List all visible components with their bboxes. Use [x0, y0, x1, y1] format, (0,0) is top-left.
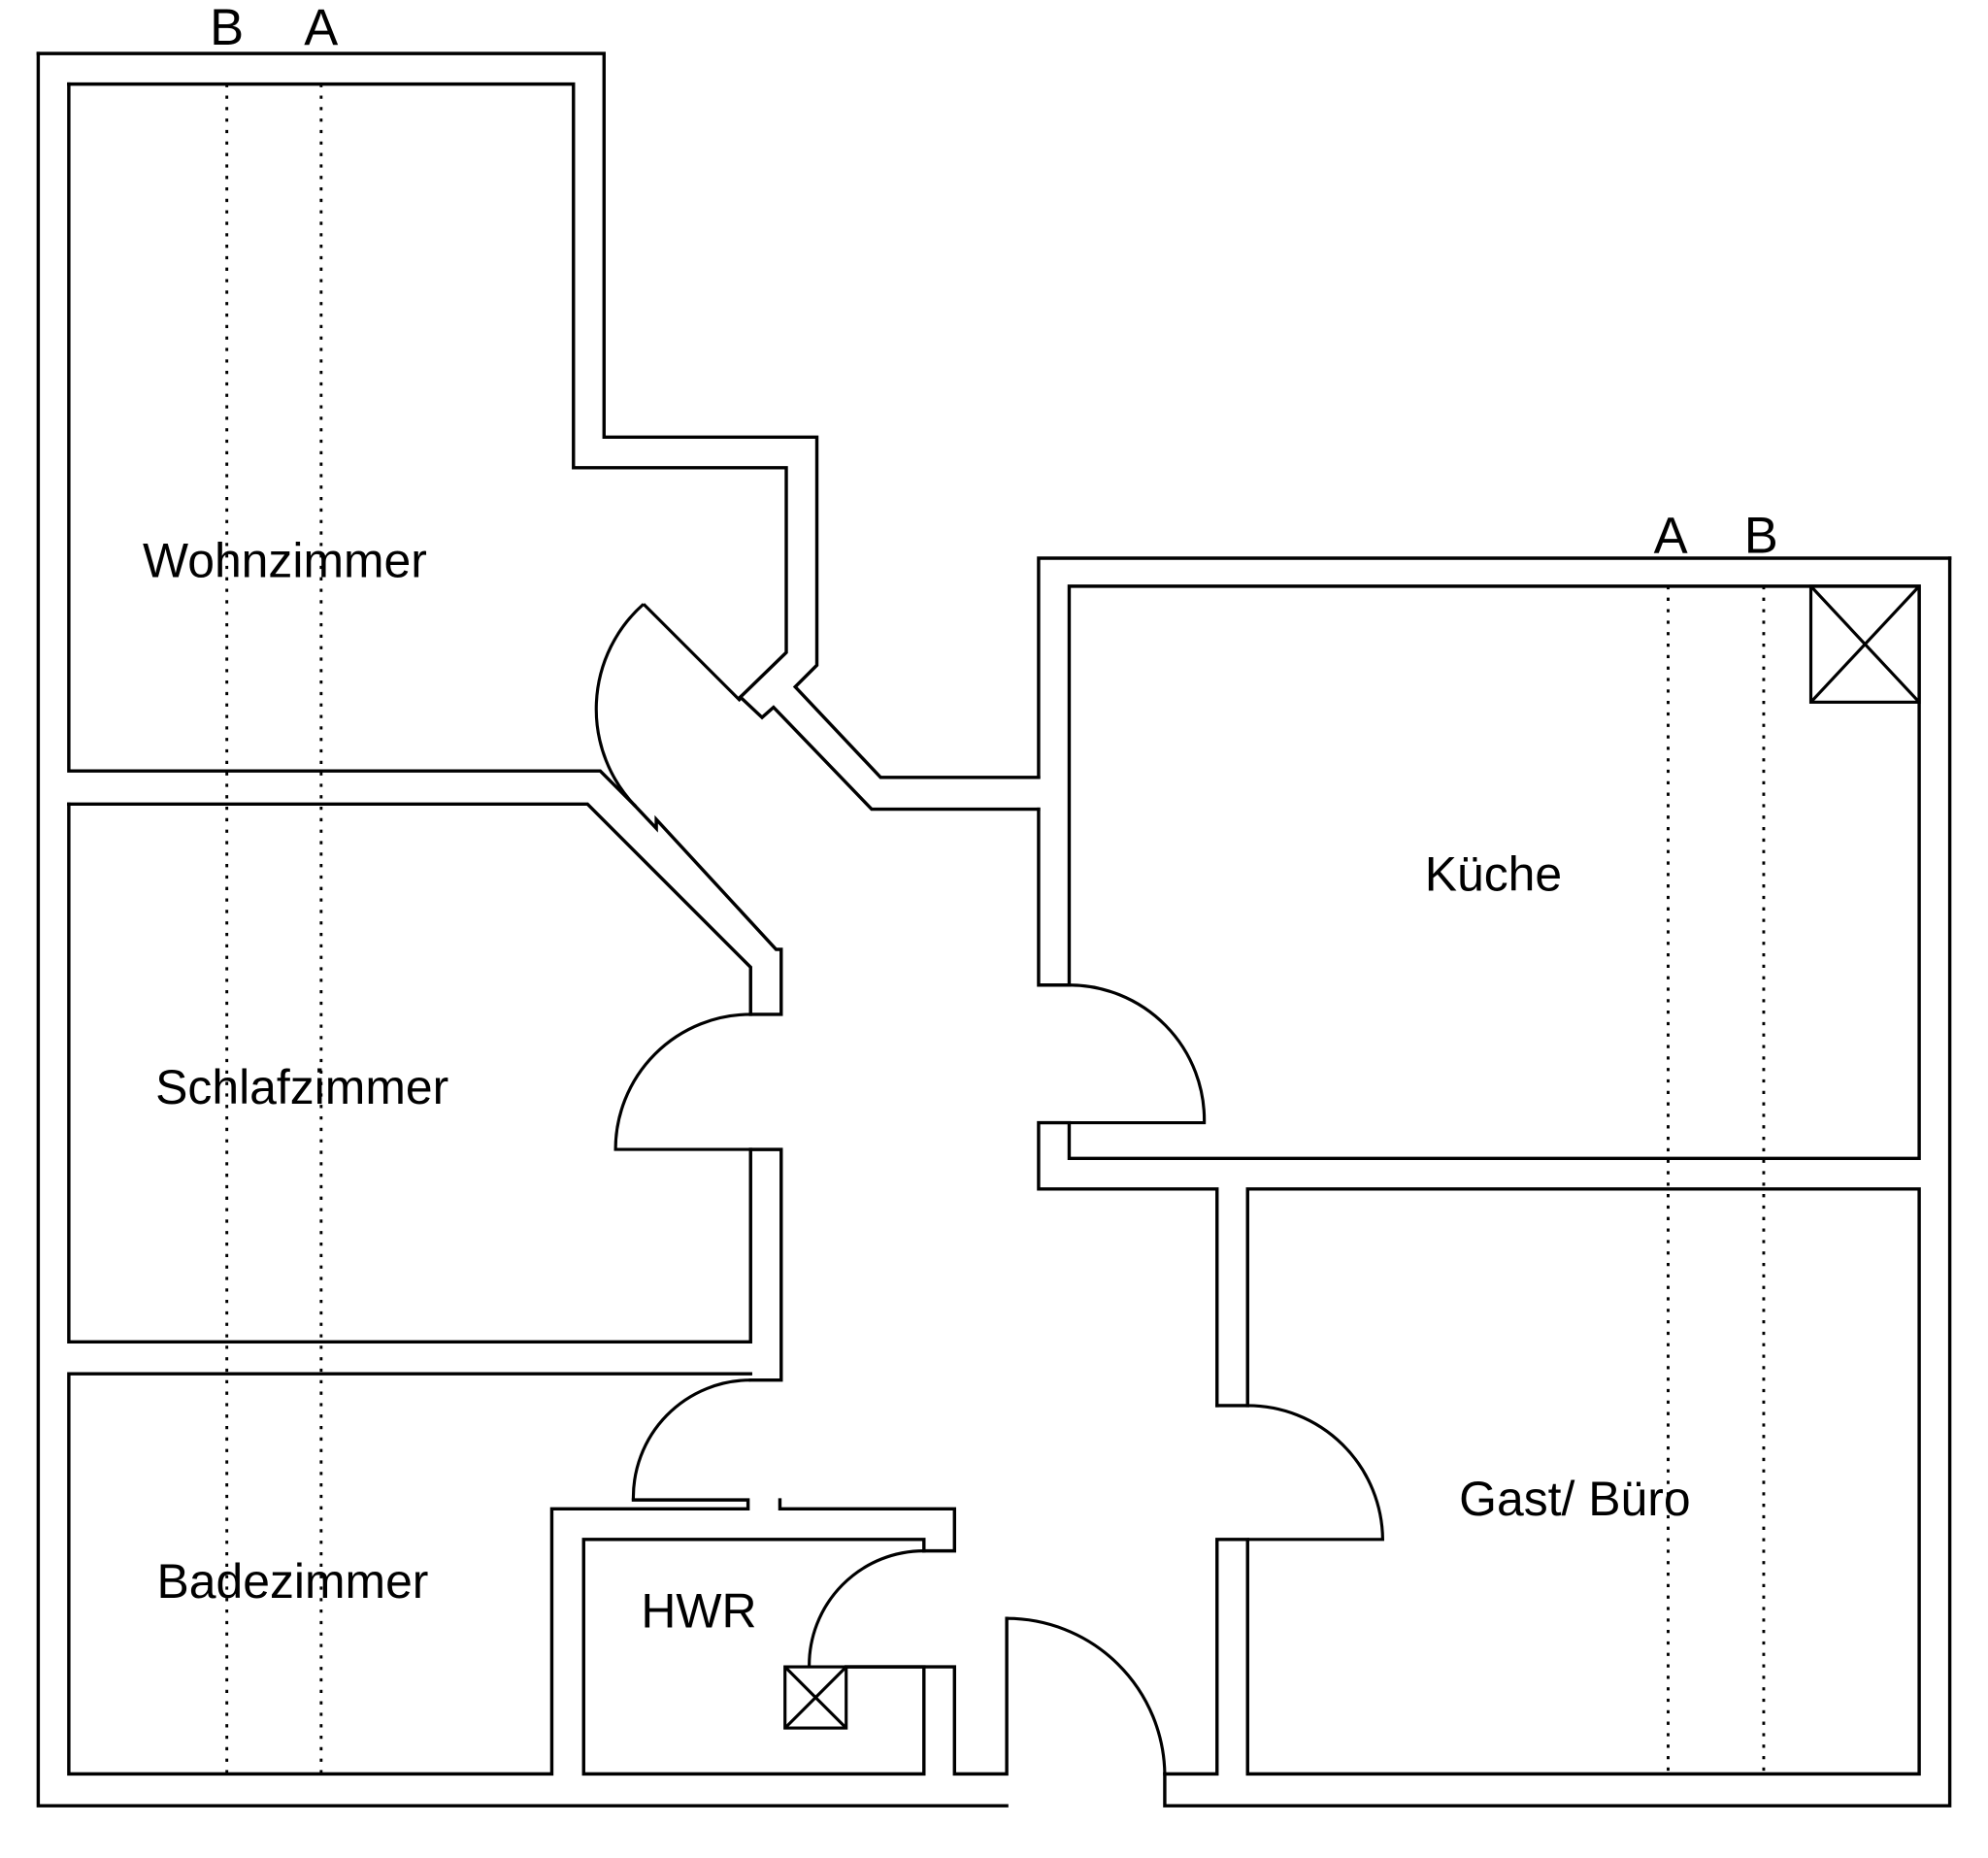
- room-label-hwr: HWR: [641, 1583, 756, 1638]
- room-label-gast-buero: Gast/ Büro: [1459, 1472, 1690, 1526]
- right-wing-walls: [1037, 556, 1952, 1776]
- schlafzimmer-inner-wall: [67, 802, 752, 1016]
- hwr-inner-wall: [581, 1538, 926, 1776]
- axis-label-left-b: B: [210, 0, 244, 56]
- schlafzimmer-east-wall: [748, 1147, 783, 1382]
- gast-inner-wall: [1163, 1187, 1921, 1776]
- left-outer-wall: [36, 51, 1041, 780]
- corridor-diag-wall: [632, 803, 783, 1016]
- room-label-kueche: Küche: [1425, 847, 1562, 902]
- kueche-inner-wall: [1037, 584, 1921, 1408]
- wohnzimmer-south-wall: [67, 82, 638, 809]
- kueche-shaft-symbol: [1808, 584, 1921, 704]
- schlafzimmer-west-wall: [67, 802, 752, 1344]
- room-label-wohnzimmer: Wohnzimmer: [143, 534, 427, 588]
- south-wall-right: [1163, 556, 1952, 1808]
- door-kueche[interactable]: [1069, 983, 1207, 1125]
- left-wing-walls: [36, 51, 1952, 1808]
- room-labels: Wohnzimmer Schlafzimmer Badezimmer HWR K…: [143, 534, 1691, 1639]
- door-gast-buero[interactable]: [1247, 1404, 1385, 1542]
- hwr-outer-wall: [778, 1498, 957, 1553]
- left-outer-wall-west: [36, 51, 1009, 1808]
- door-hwr[interactable]: [808, 1549, 924, 1668]
- door-badezimmer[interactable]: [631, 1378, 751, 1501]
- kueche-outer-wall: [1037, 556, 1952, 780]
- section-axes: B A A B: [210, 0, 1778, 1775]
- room-label-schlafzimmer: Schlafzimmer: [155, 1060, 448, 1114]
- badezimmer-wall: [67, 1372, 752, 1776]
- axis-label-right-b: B: [1744, 508, 1778, 565]
- door-schlafzimmer[interactable]: [613, 1012, 751, 1151]
- wohnzimmer-door-frame: [738, 694, 1041, 812]
- door-entrance[interactable]: [1007, 1616, 1167, 1775]
- room-label-badezimmer: Badezimmer: [156, 1554, 428, 1609]
- wohnzimmer-inner-wall: [67, 82, 788, 700]
- door-wohnzimmer[interactable]: [594, 603, 742, 807]
- axis-label-right-a: A: [1654, 508, 1688, 565]
- hwr-east-wall: [845, 1616, 1009, 1776]
- hwr-shaft-symbol: [783, 1665, 848, 1730]
- doors: [594, 603, 1385, 1775]
- kueche-door-jamb: [1037, 807, 1072, 987]
- axis-label-left-a: A: [304, 0, 338, 56]
